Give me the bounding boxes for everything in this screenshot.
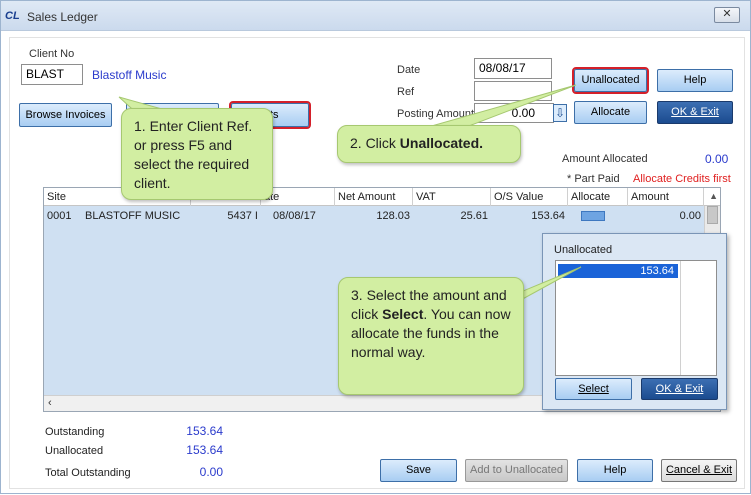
help-bottom-button[interactable]: Help (577, 459, 653, 482)
col-amount[interactable]: Amount (628, 188, 704, 206)
callout-3-text-bold: Select (382, 306, 424, 322)
cancel-exit-button[interactable]: Cancel & Exit (661, 459, 737, 482)
col-os-value[interactable]: O/S Value (491, 188, 568, 206)
ok-exit-top-button[interactable]: OK & Exit (657, 101, 733, 124)
cell-net: 128.03 (376, 210, 410, 222)
posting-amount-label: Posting Amount (397, 108, 475, 120)
add-to-unallocated-button[interactable]: Add to Unallocated (465, 459, 568, 482)
callout-2-text-bold: Unallocated. (399, 135, 484, 151)
list-divider (680, 261, 681, 375)
cell-site: 0001 (47, 210, 72, 222)
client-no-label: Client No (29, 48, 75, 60)
cell-ref: 5437 I (227, 210, 258, 222)
col-vat[interactable]: VAT (413, 188, 491, 206)
callout-step-2: 2. Click Unallocated. (337, 125, 521, 163)
scroll-thumb[interactable] (707, 206, 718, 224)
callout-step-3: 3. Select the amount and click Select. Y… (338, 277, 524, 395)
amount-allocated-label: Amount Allocated (562, 153, 648, 165)
unallocated-label: Unallocated (45, 445, 104, 457)
outstanding-value: 153.64 (186, 424, 223, 438)
save-button[interactable]: Save (380, 459, 457, 482)
cell-client: BLASTOFF MUSIC (85, 210, 181, 222)
app-logo-icon: CL (5, 10, 20, 22)
date-input[interactable]: 08/08/17 (474, 58, 552, 79)
callout-step-1: 1. Enter Client Ref. or press F5 and sel… (121, 108, 273, 200)
col-allocate[interactable]: Allocate (568, 188, 628, 206)
window-title: Sales Ledger (27, 10, 98, 24)
close-button[interactable]: ✕ (714, 7, 740, 23)
outstanding-label: Outstanding (45, 426, 105, 438)
unallocated-list[interactable]: 153.64 (555, 260, 717, 376)
ref-input[interactable] (474, 81, 552, 101)
cell-vat: 25.61 (460, 210, 488, 222)
col-net-amount[interactable]: Net Amount (335, 188, 413, 206)
callout-2-pointer (420, 84, 577, 130)
select-button[interactable]: Select (555, 378, 632, 400)
scroll-up-icon[interactable]: ▲ (709, 191, 718, 201)
callout-2-text-pre: 2. Click (350, 135, 400, 151)
allocate-button[interactable]: Allocate (574, 101, 647, 124)
date-label: Date (397, 64, 421, 76)
allocate-checkbox[interactable] (581, 211, 605, 221)
unallocated-popup: Unallocated 153.64 Select OK & Exit (542, 233, 727, 410)
callout-1-text: 1. Enter Client Ref. or press F5 and sel… (134, 118, 253, 191)
help-top-button[interactable]: Help (657, 69, 733, 92)
title-bar: CL Sales Ledger ✕ (1, 1, 750, 31)
browse-invoices-button[interactable]: Browse Invoices (19, 103, 112, 127)
cell-date: 08/08/17 (273, 210, 316, 222)
ref-label: Ref (397, 86, 415, 98)
calculator-icon[interactable]: ⇩ (553, 104, 567, 122)
total-outstanding-label: Total Outstanding (45, 467, 131, 479)
callout-3-text-pre: 3. Select the amount and click (351, 287, 507, 322)
callout-3-text-post: . You can now allocate the funds in the … (351, 306, 511, 360)
table-row[interactable]: 0001 BLASTOFF MUSIC 5437 I 08/08/17 128.… (44, 207, 704, 225)
allocate-credits-first-note: Allocate Credits first (633, 173, 731, 185)
scroll-left-icon[interactable]: ‹ (48, 397, 52, 409)
popup-ok-exit-button[interactable]: OK & Exit (641, 378, 718, 400)
part-paid-note: * Part Paid (567, 173, 620, 185)
popup-title: Unallocated (554, 244, 613, 256)
amount-allocated-value: 0.00 (705, 152, 729, 166)
client-no-input[interactable]: BLAST (21, 64, 83, 85)
unallocated-button[interactable]: Unallocated (572, 67, 649, 94)
total-outstanding-value: 0.00 (199, 465, 223, 479)
unallocated-value: 153.64 (186, 443, 223, 457)
unallocated-amount-item[interactable]: 153.64 (558, 264, 678, 278)
cell-os-value: 153.64 (531, 210, 565, 222)
cell-amount: 0.00 (679, 210, 701, 222)
client-name: Blastoff Music (92, 68, 167, 82)
